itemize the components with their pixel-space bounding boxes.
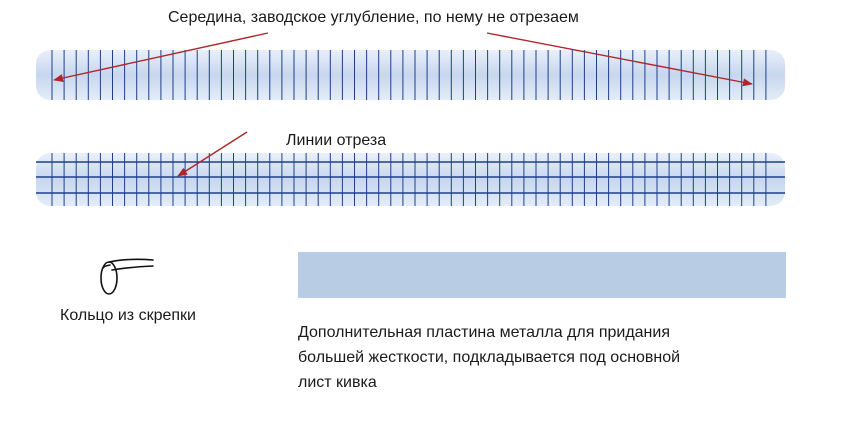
paperclip-ring-icon [100, 258, 154, 295]
top-strip-body [36, 50, 785, 100]
extra-plate-line-1: Дополнительная пластина металла для прид… [298, 324, 670, 341]
cut-lines-label: Линии отреза [286, 132, 387, 149]
top-strip-score-lines [51, 50, 767, 100]
arrow-left-groove [53, 32, 269, 82]
extra-plate-description: Дополнительная пластина металла для прид… [298, 320, 818, 395]
extra-plate [298, 252, 786, 298]
middle-groove-label: Середина, заводское углубление, по нему … [168, 9, 579, 26]
extra-plate-line-3: лист кивка [298, 374, 377, 391]
arrow-right-groove [486, 32, 753, 87]
top-strip [36, 50, 785, 100]
extra-plate-line-2: большей жесткости, подкладывается под ос… [298, 349, 681, 366]
bottom-strip [36, 153, 785, 206]
clip-ring-label: Кольцо из скрепки [60, 307, 196, 324]
arrow-cut-lines [177, 131, 248, 177]
